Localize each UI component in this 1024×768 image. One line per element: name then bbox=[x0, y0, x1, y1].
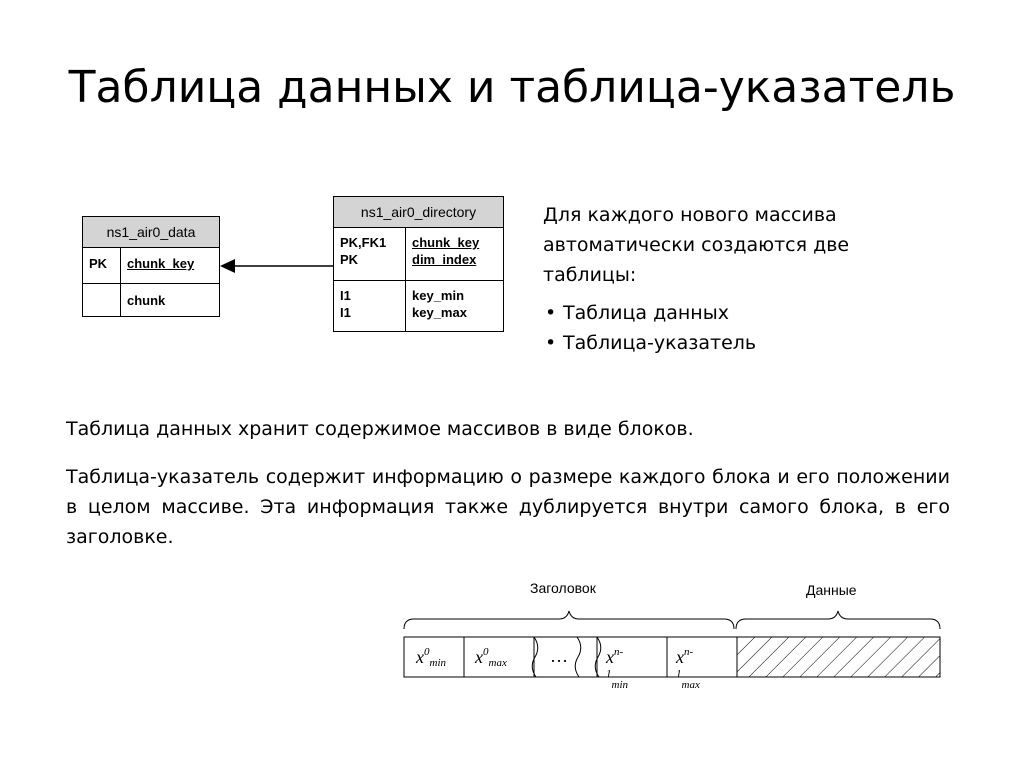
side-text: Для каждого нового массива автоматически… bbox=[543, 200, 883, 358]
field-x0-min: x0min bbox=[416, 646, 446, 669]
directory-table-fields: chunk_key dim_index bbox=[406, 228, 503, 280]
key-type: I1 bbox=[340, 288, 351, 303]
directory-table-row: PK,FK1 PK chunk_key dim_index bbox=[334, 228, 503, 281]
paragraph-directory-table: Таблица-указатель содержит информацию о … bbox=[66, 466, 950, 548]
key-type: PK bbox=[340, 252, 359, 267]
data-table-key-type bbox=[83, 284, 121, 316]
slide-title: Таблица данных и таблица-указатель bbox=[68, 62, 956, 113]
bullet-item: Таблица данных bbox=[545, 298, 883, 328]
data-table-name: ns1_air0_data bbox=[83, 217, 219, 248]
key-type: PK,FK1 bbox=[340, 235, 387, 250]
data-table-field: chunk_key bbox=[127, 256, 195, 271]
directory-table-row: I1 I1 key_min key_max bbox=[334, 281, 503, 331]
field: chunk_key bbox=[412, 235, 480, 250]
ellipsis: … bbox=[550, 646, 568, 666]
data-table: ns1_air0_data PK chunk_key chunk bbox=[82, 216, 220, 317]
header-label: Заголовок bbox=[530, 580, 596, 596]
bullet-item: Таблица-указатель bbox=[545, 328, 883, 358]
directory-table-fields: key_min key_max bbox=[406, 281, 503, 331]
paragraph-data-table: Таблица данных хранит содержимое массиво… bbox=[66, 418, 694, 440]
directory-table-key-types: PK,FK1 PK bbox=[334, 228, 406, 280]
directory-table-name: ns1_air0_directory bbox=[334, 197, 503, 228]
key-type: I1 bbox=[340, 305, 351, 320]
data-table-field: chunk bbox=[127, 293, 166, 308]
data-table-row: chunk bbox=[83, 284, 219, 316]
data-table-row: PK chunk_key bbox=[83, 248, 219, 284]
field-x0-max: x0max bbox=[475, 646, 507, 669]
data-table-key-type: PK bbox=[83, 248, 121, 283]
data-label: Данные bbox=[806, 582, 857, 598]
field-xn-max: xn-1max bbox=[676, 646, 700, 691]
field-xn-min: xn-1min bbox=[606, 646, 628, 691]
bullet-list: Таблица данных Таблица-указатель bbox=[543, 298, 883, 358]
side-intro: Для каждого нового массива автоматически… bbox=[543, 204, 850, 286]
field: key_max bbox=[412, 305, 467, 320]
field: key_min bbox=[412, 288, 465, 303]
directory-table: ns1_air0_directory PK,FK1 PK chunk_key d… bbox=[333, 196, 504, 332]
field: dim_index bbox=[412, 252, 477, 267]
directory-table-key-types: I1 I1 bbox=[334, 281, 406, 331]
